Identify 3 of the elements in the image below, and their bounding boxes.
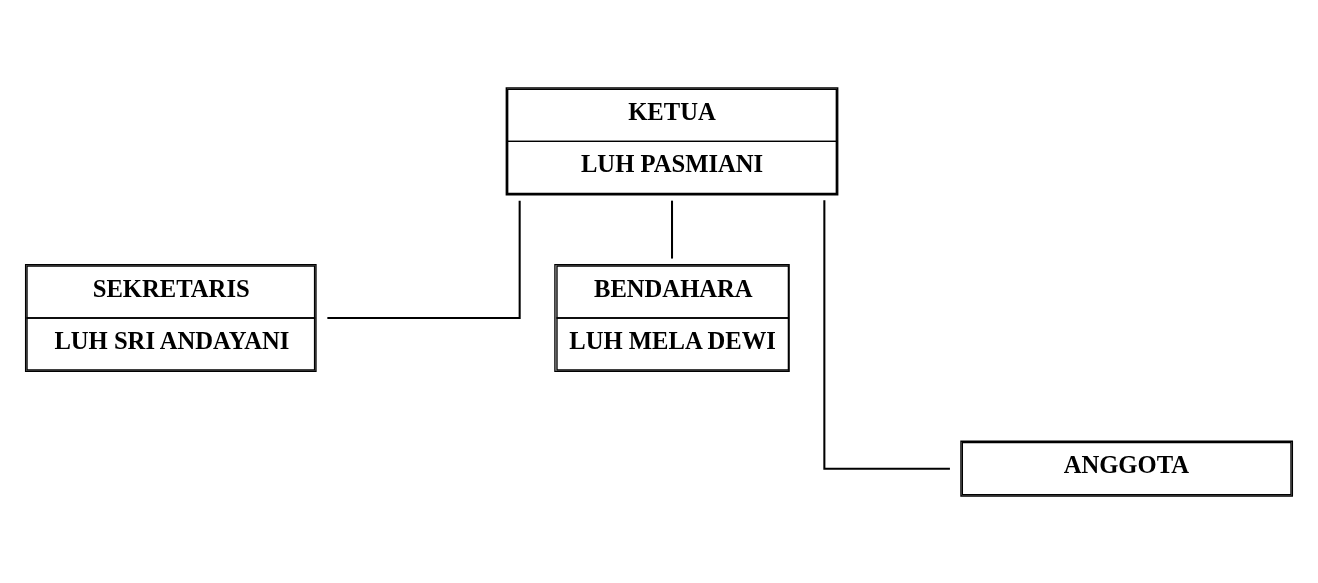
connector [327, 200, 521, 319]
connector [823, 199, 950, 470]
connector [671, 200, 674, 259]
